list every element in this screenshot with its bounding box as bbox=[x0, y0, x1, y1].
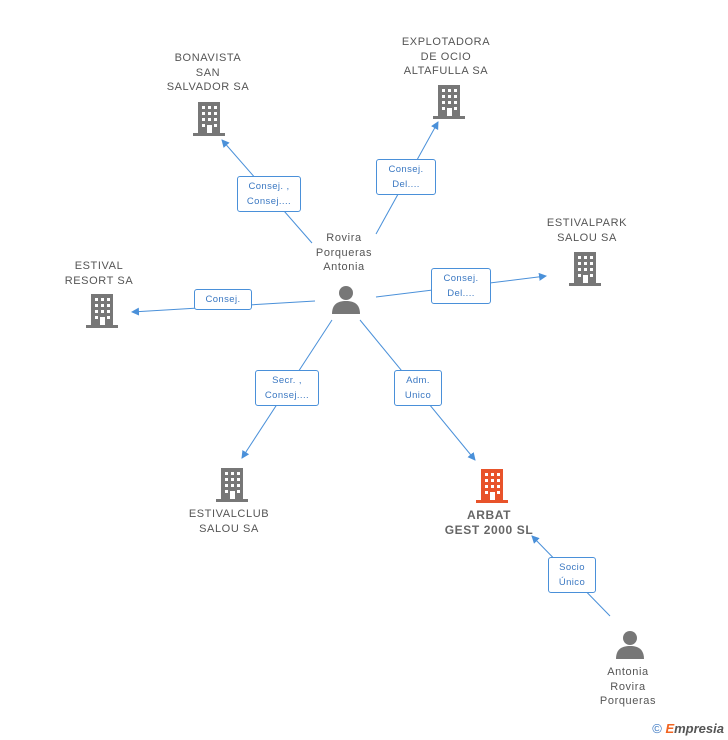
building-icon[interactable] bbox=[569, 252, 601, 291]
node-label-estivalpark[interactable]: ESTIVALPARK SALOU SA bbox=[546, 217, 628, 244]
edge-label-estival-resort: Consej. bbox=[194, 289, 252, 310]
building-icon[interactable] bbox=[476, 469, 508, 508]
brand-letter: E bbox=[665, 721, 675, 736]
person-icon[interactable] bbox=[331, 284, 361, 319]
building-icon[interactable] bbox=[216, 468, 248, 507]
edge-label-estivalpark: Consej. Del.... bbox=[431, 268, 491, 304]
edge-label-bonavista: Consej. , Consej.... bbox=[237, 176, 301, 212]
node-label-antonia[interactable]: Antonia Rovira Porqueras bbox=[599, 666, 657, 707]
building-icon[interactable] bbox=[433, 85, 465, 124]
building-icon[interactable] bbox=[193, 102, 225, 141]
node-label-bonavista[interactable]: BONAVISTA SAN SALVADOR SA bbox=[166, 52, 250, 93]
person-icon[interactable] bbox=[615, 629, 645, 664]
copyright-symbol: © bbox=[652, 721, 662, 736]
brand-name: mpresia bbox=[674, 721, 724, 736]
node-label-arbat[interactable]: ARBAT GEST 2000 SL bbox=[444, 508, 534, 537]
node-label-estivalclub[interactable]: ESTIVALCLUB SALOU SA bbox=[188, 508, 270, 535]
edge-label-explotadora: Consej. Del.... bbox=[376, 159, 436, 195]
node-label-explotadora[interactable]: EXPLOTADORA DE OCIO ALTAFULLA SA bbox=[401, 36, 491, 77]
edge-label-antonia-arbat: Socio Único bbox=[548, 557, 596, 593]
building-icon[interactable] bbox=[86, 294, 118, 333]
edge-label-estivalclub: Secr. , Consej.... bbox=[255, 370, 319, 406]
empresia-watermark: © Empresia bbox=[652, 721, 724, 736]
node-label-rovira[interactable]: Rovira Porqueras Antonia bbox=[315, 232, 373, 273]
edge-label-arbat: Adm. Unico bbox=[394, 370, 442, 406]
node-label-estival-resort[interactable]: ESTIVAL RESORT SA bbox=[64, 260, 134, 287]
